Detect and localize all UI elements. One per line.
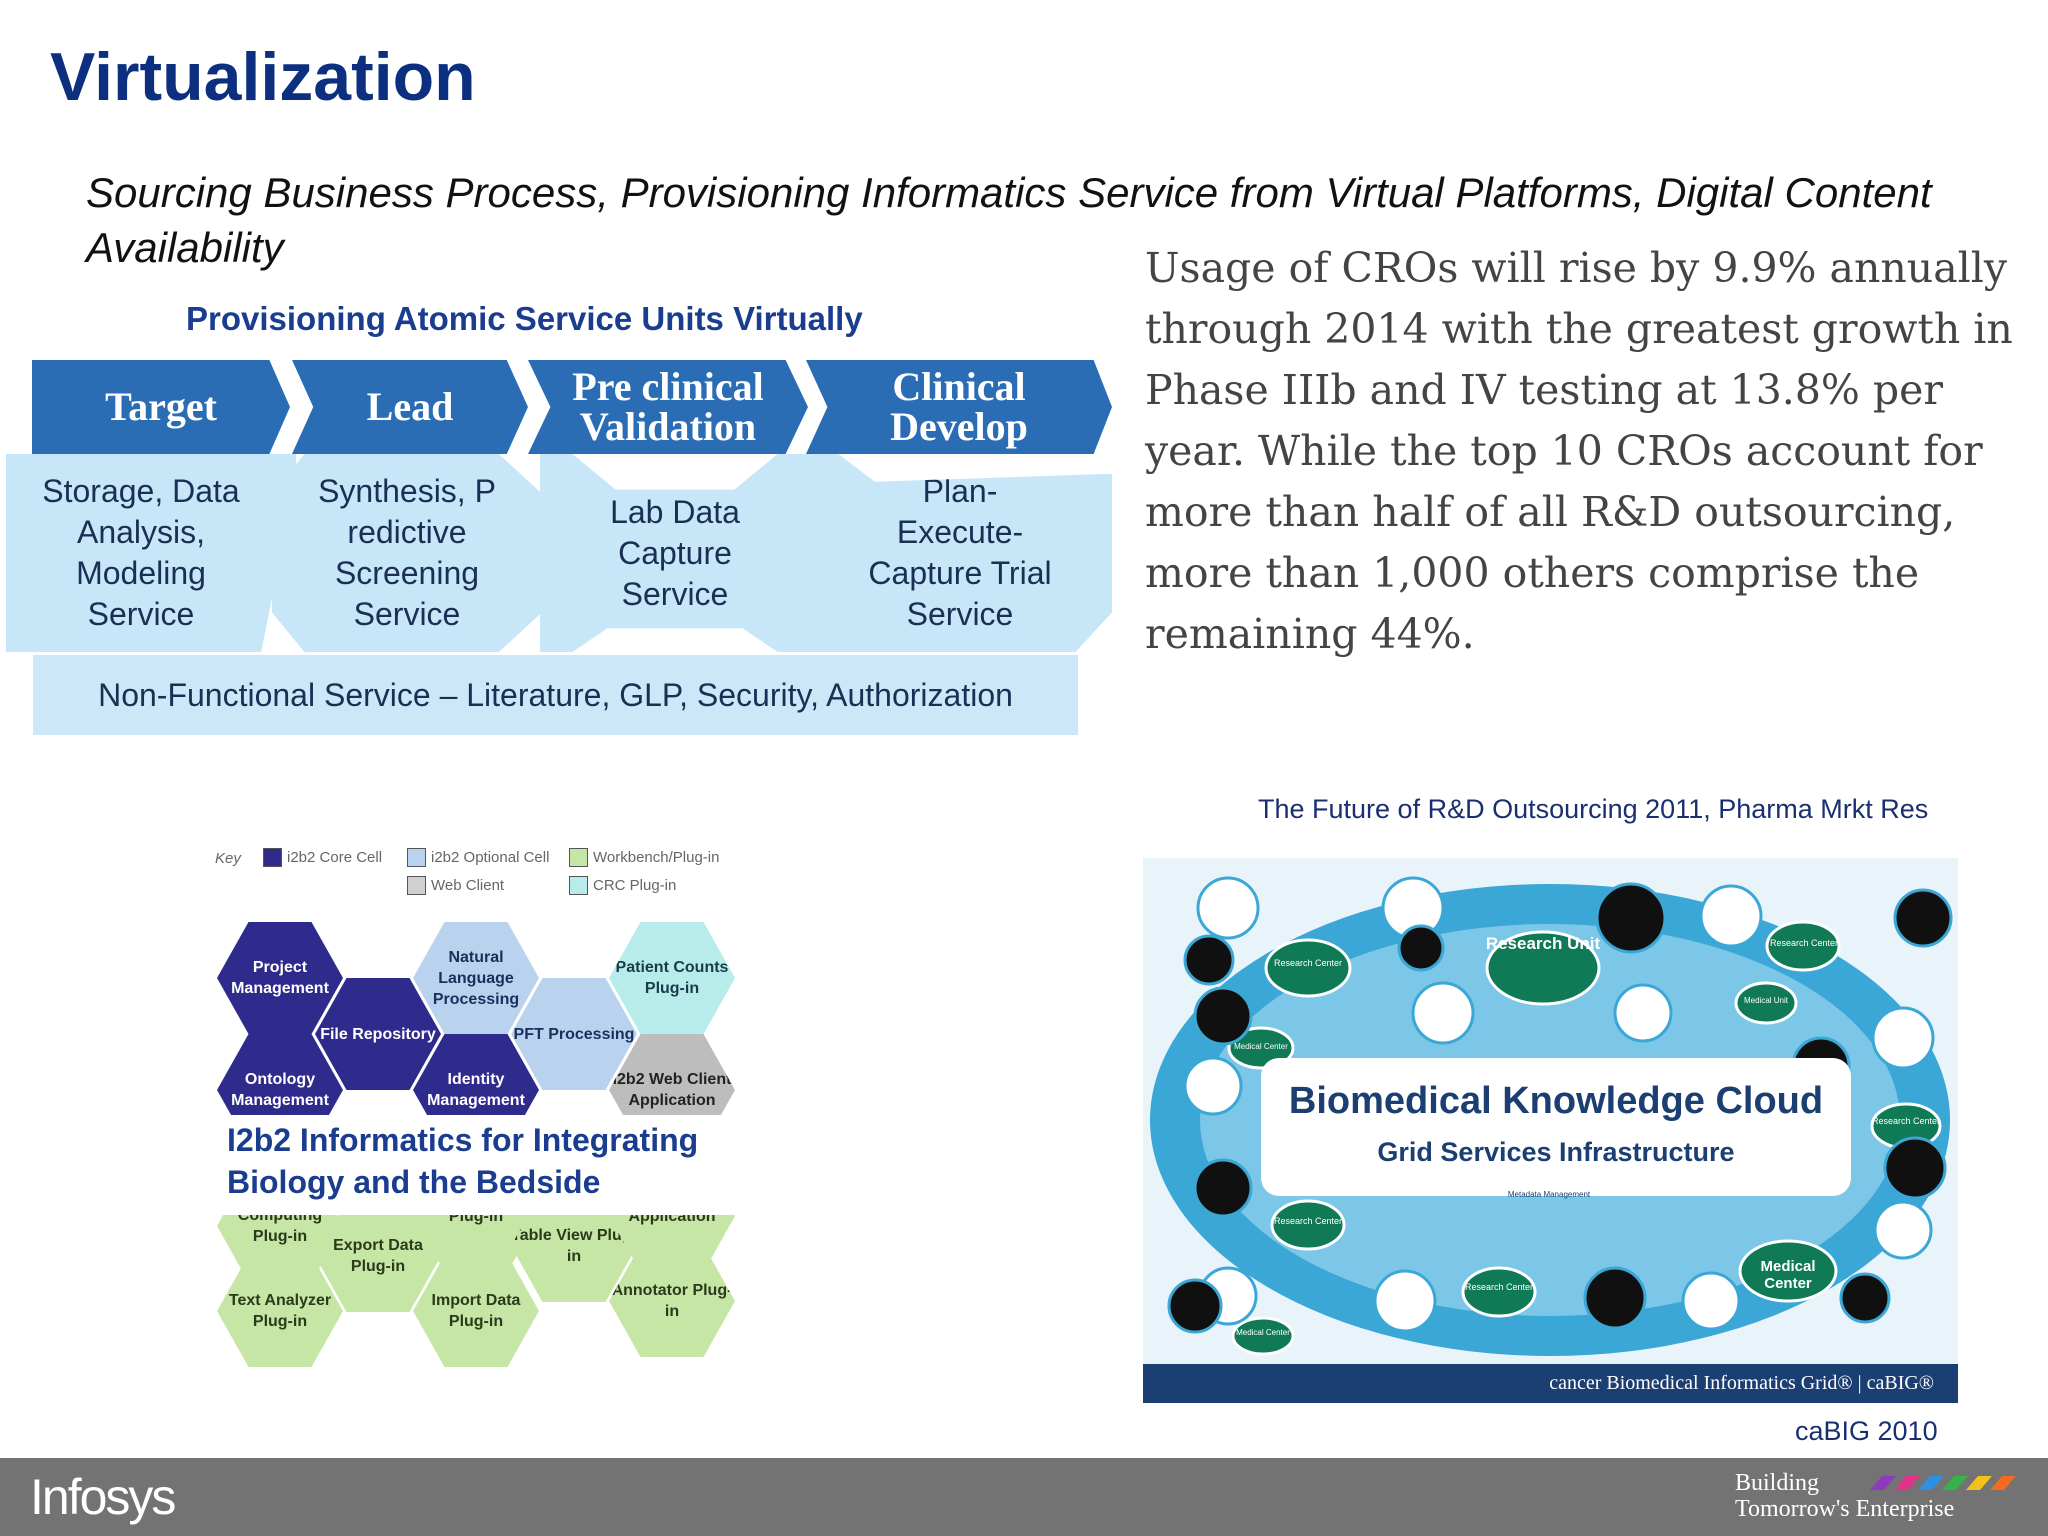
key-item-optional: i2b2 Optional Cell [407,848,549,867]
cell-patient-counts: Patient Counts Plug-in [609,922,735,1034]
stage-chevron-preclinical: Pre clinical Validation [528,360,808,454]
tagline-line: Tomorrow's Enterprise [1735,1496,1955,1522]
caption-line: I2b2 Informatics for Integrating [227,1122,699,1158]
node-label: Research Center [1273,1216,1343,1226]
node-label: Research Unit [1485,934,1601,953]
footer-tagline: Building Tomorrow's Enterprise [1735,1470,1954,1522]
service-text: Plan-Execute-Capture Trial Service [868,473,1052,632]
cloud-title: Biomedical Knowledge Cloud [1288,1080,1824,1122]
tagline-line: Building [1735,1470,1820,1496]
rainbow-stripes-icon [1870,1476,2016,1490]
swatch-icon [569,848,588,867]
cell-project-management: Project Management [217,922,343,1034]
slide-title: Virtualization [50,39,476,115]
node-label: Research Center [1769,938,1839,948]
key-item-core: i2b2 Core Cell [263,848,382,867]
node-label: Research Center [1273,958,1343,968]
node-label: Medical Center [1760,1258,1816,1292]
node-label: Research Center [1871,1116,1941,1126]
non-functional-service-bar: Non-Functional Service – Literature, GLP… [33,655,1078,735]
node-label: Medical Center [1236,1328,1290,1337]
swatch-icon [407,848,426,867]
swatch-icon [407,876,426,895]
cro-usage-quote: Usage of CROs will rise by 9.9% annually… [1145,244,2013,658]
cloud-footer-bar: cancer Biomedical Informatics Grid® | ca… [1143,1364,1958,1403]
caption-line: Biology and the Bedside [227,1164,601,1200]
stage-chevron-lead: Lead [292,360,528,454]
key-item-web-client: Web Client [407,876,504,895]
service-box-clinical: Plan-Execute-Capture Trial Service [808,454,1112,652]
cloud-title-box: Biomedical Knowledge Cloud Grid Services… [1261,1058,1851,1196]
key-item-workbench: Workbench/Plug-in [569,848,719,867]
service-box-target: Storage, Data Analysis, Modeling Service [6,454,296,652]
biomedical-cloud-figure: Biomedical Knowledge Cloud Grid Services… [1143,858,1958,1403]
service-text: Lab Data Capture Service [610,493,740,612]
stage-label: Target [105,384,217,429]
stage-label: Clinical Develop [890,364,1028,449]
cell-pft-processing: PFT Processing [511,978,637,1090]
service-text: Synthesis, P redictive Screening Service [318,473,496,632]
node-label: Metadata Management [1507,1190,1591,1199]
swatch-icon [569,876,588,895]
cloud-source: caBIG 2010 [1795,1416,1938,1446]
service-box-lead: Synthesis, P redictive Screening Service [272,454,542,652]
key-item-crc: CRC Plug-in [569,876,676,895]
i2b2-caption: I2b2 Informatics for Integrating Biology… [215,1115,745,1215]
stage-chevron-clinical: Clinical Develop [806,360,1112,454]
node-label: Medical Unit [1743,996,1788,1005]
stage-label: Lead [366,384,454,429]
cloud-subtitle: Grid Services Infrastructure [1377,1137,1735,1167]
key-label: Key [215,850,241,867]
infosys-logo: Infosys [30,1469,176,1525]
service-text: Storage, Data Analysis, Modeling Service [42,473,240,632]
swatch-icon [263,848,282,867]
stage-chevron-target: Target [32,360,290,454]
footer-bar [0,1458,2048,1536]
node-label: Medical Center [1234,1042,1288,1051]
node-label: Research Center [1464,1282,1534,1292]
stage-label: Pre clinical Validation [572,364,764,449]
cell-nlp: Natural Language Processing [413,922,539,1034]
quote-source: The Future of R&D Outsourcing 2011, Phar… [1258,794,1929,824]
slide-subtitle: Sourcing Business Process, Provisioning … [86,169,1932,271]
service-box-preclinical: Lab Data Capture Service [540,454,810,652]
provisioning-heading: Provisioning Atomic Service Units Virtua… [186,300,863,337]
i2b2-hive-figure: Key i2b2 Core Cell i2b2 Optional Cell Wo… [215,840,745,1380]
cell-file-repository: File Repository [315,978,441,1090]
